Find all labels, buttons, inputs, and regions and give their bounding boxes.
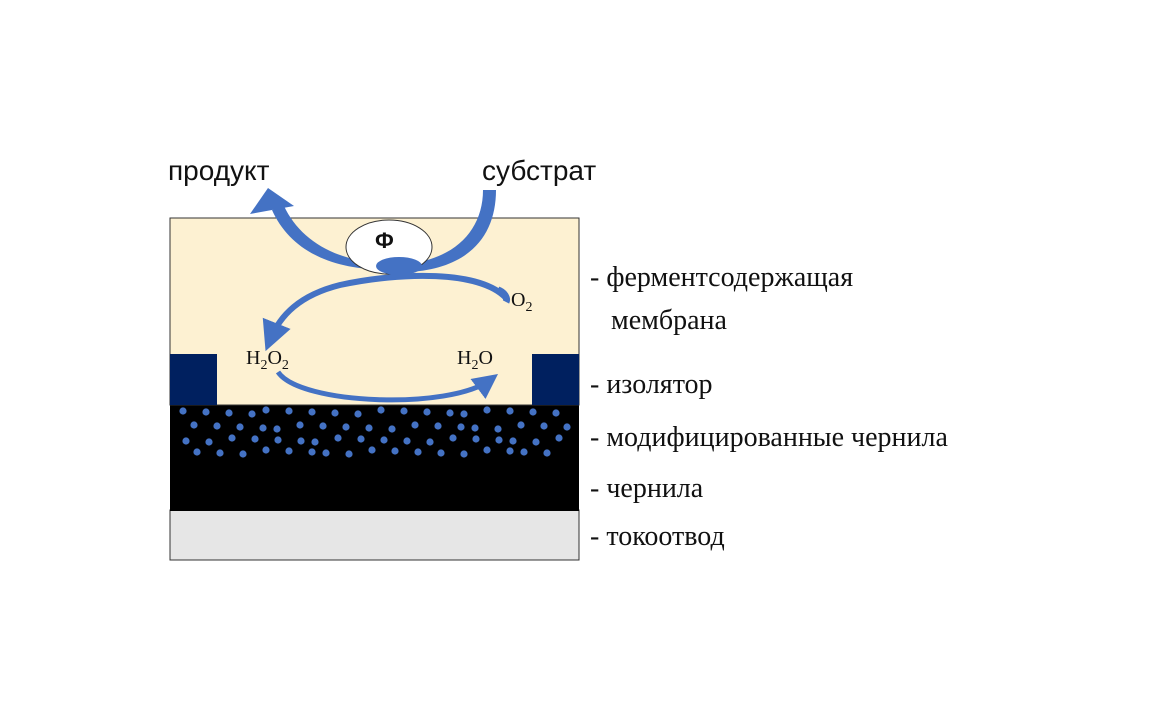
enzyme-label: Ф	[375, 228, 394, 253]
legend-insulator: - изолятор	[590, 369, 713, 400]
ink-particle	[520, 448, 528, 456]
ink-particle	[403, 437, 411, 445]
ink-particle	[411, 421, 419, 429]
ink-particle	[471, 424, 479, 432]
ink-particle	[239, 450, 247, 458]
legend-current-collector: - токоотвод	[590, 521, 725, 552]
product-label: продукт	[168, 155, 270, 186]
ink-particle	[248, 410, 256, 418]
oxygen-curve-arrow	[262, 272, 509, 352]
ink-particle	[319, 422, 327, 430]
ink-particle	[460, 450, 468, 458]
ink-particle	[388, 425, 396, 433]
ink-particle	[213, 422, 221, 430]
ink-particle	[236, 423, 244, 431]
insulator-left	[170, 354, 217, 405]
enzyme-active-site	[376, 257, 422, 275]
legend-membrane-line1: - ферментсодержащая	[590, 262, 854, 293]
ink-particle	[414, 448, 422, 456]
product-arrowhead	[250, 188, 294, 214]
ink-particle	[494, 425, 502, 433]
ink-particle	[354, 410, 362, 418]
ink-particle	[529, 408, 537, 416]
substrate-label: субстрат	[482, 155, 596, 186]
ink-particle	[308, 408, 316, 416]
ink-particle	[285, 407, 293, 415]
ink-particle	[190, 421, 198, 429]
ink-particle	[552, 409, 560, 417]
ink-particle	[296, 421, 304, 429]
ink-particle	[262, 406, 270, 414]
ink-particle	[262, 446, 270, 454]
ink-particle	[509, 437, 517, 445]
ink-particle	[506, 407, 514, 415]
ink-particle	[365, 424, 373, 432]
legend-modified-ink: - модифицированные чернила	[590, 422, 948, 453]
ink-particle	[449, 434, 457, 442]
ink-particle	[457, 423, 465, 431]
ink-particle	[517, 421, 525, 429]
ink-particle	[285, 447, 293, 455]
ink-particle	[506, 447, 514, 455]
ink-particle	[540, 422, 548, 430]
ink-particle	[308, 448, 316, 456]
ink-particle	[202, 408, 210, 416]
ink-particle	[377, 406, 385, 414]
ink-particle	[342, 423, 350, 431]
ink-particle	[179, 407, 187, 415]
ink-particle	[472, 435, 480, 443]
ink-particle	[334, 434, 342, 442]
oxygen-curve-tail	[496, 286, 510, 304]
ink-particle	[483, 446, 491, 454]
insulator-right	[532, 354, 579, 405]
ink-particle	[380, 436, 388, 444]
ink-particle	[543, 449, 551, 457]
water-label: H2O	[457, 347, 493, 373]
oxygen-label: O2	[511, 289, 532, 315]
ink-particle	[446, 409, 454, 417]
ink-particle	[357, 435, 365, 443]
ink-particle	[563, 423, 571, 431]
ink-particle	[483, 406, 491, 414]
ink-layer	[170, 404, 579, 511]
peroxide-curve-arrow	[275, 370, 499, 403]
modified-ink-particles	[179, 406, 571, 458]
ink-particle	[400, 407, 408, 415]
ink-particle	[345, 450, 353, 458]
ink-particle	[532, 438, 540, 446]
ink-particle	[274, 436, 282, 444]
ink-particle	[297, 437, 305, 445]
ink-particle	[182, 437, 190, 445]
ink-particle	[437, 449, 445, 457]
ink-particle	[228, 434, 236, 442]
ink-particle	[205, 438, 213, 446]
ink-particle	[423, 408, 431, 416]
ink-particle	[368, 446, 376, 454]
ink-particle	[460, 410, 468, 418]
ink-particle	[251, 435, 259, 443]
ink-particle	[434, 422, 442, 430]
ink-particle	[322, 449, 330, 457]
ink-particle	[331, 409, 339, 417]
ink-particle	[259, 424, 267, 432]
peroxide-label: H2O2	[246, 347, 289, 373]
ink-particle	[495, 436, 503, 444]
ink-particle	[225, 409, 233, 417]
ink-particle	[311, 438, 319, 446]
legend-membrane-line2: мембрана	[611, 305, 727, 336]
ink-particle	[391, 447, 399, 455]
current-collector-layer	[169, 509, 580, 561]
ink-particle	[273, 425, 281, 433]
ink-particle	[193, 448, 201, 456]
legend-ink: - чернила	[590, 473, 704, 504]
ink-particle	[555, 434, 563, 442]
ink-particle	[216, 449, 224, 457]
ink-particle	[426, 438, 434, 446]
